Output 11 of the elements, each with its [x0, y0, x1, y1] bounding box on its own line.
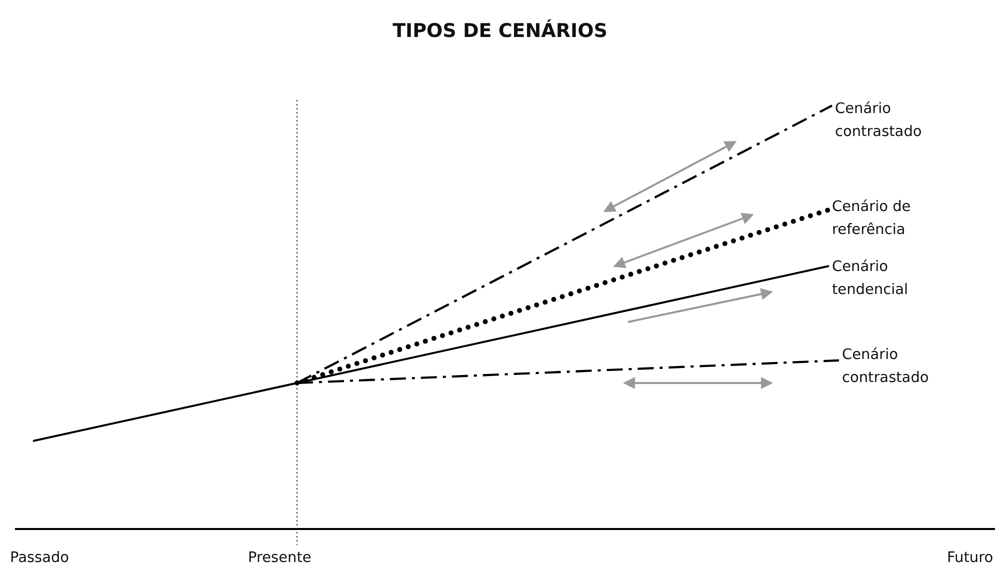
time-label: Futuro	[947, 550, 994, 566]
scenario-line	[296, 104, 832, 384]
time-label: Passado	[10, 550, 70, 566]
diagram-title: TIPOS DE CENÁRIOS	[392, 20, 608, 42]
scenario-label: Cenário tendencial	[832, 256, 952, 302]
time-label: Presente	[248, 550, 312, 566]
scenario-line	[296, 359, 840, 384]
scenario-label: Cenário contrastado	[835, 98, 955, 144]
scenario-label: Cenário de referência	[832, 196, 962, 242]
scenario-label: Cenário contrastado	[842, 344, 962, 390]
scenario-line	[294, 207, 832, 386]
